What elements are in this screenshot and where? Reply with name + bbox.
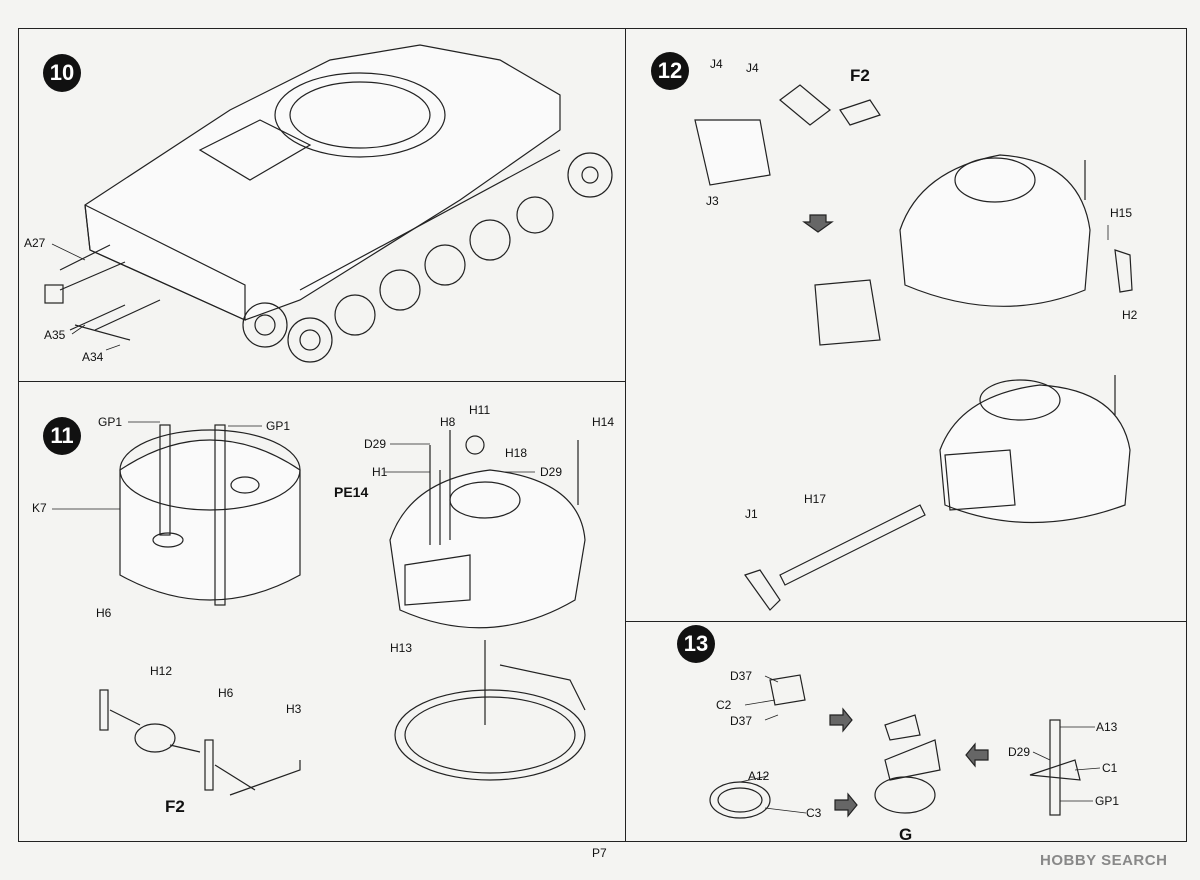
step-number-12: 12 [651, 52, 689, 90]
photo-etch-part-label: PE14 [334, 484, 369, 500]
part-label: D37 [730, 714, 753, 728]
part-label: J4 [746, 61, 759, 75]
hull-drawing [44, 44, 613, 363]
turret-drawing [389, 430, 586, 781]
part-label: D37 [730, 669, 753, 683]
part-reference-label: F2 [165, 797, 185, 816]
part-label: C2 [716, 698, 732, 712]
part-label: J4 [710, 57, 723, 71]
part-reference-label: F2 [850, 66, 870, 85]
step-number-13: 13 [677, 625, 715, 663]
part-label: D29 [364, 437, 387, 451]
part-label: H11 [469, 403, 491, 417]
part-label: H13 [390, 641, 413, 655]
turret-assembled-drawing [744, 375, 1131, 611]
part-label: A13 [1096, 720, 1118, 734]
part-label: H14 [592, 415, 615, 429]
part-label: GP1 [1095, 794, 1120, 808]
part-label: K7 [32, 501, 47, 515]
part-label: H15 [1110, 206, 1133, 220]
part-label: H3 [286, 702, 302, 716]
part-label: D29 [1008, 745, 1031, 759]
gun-mount-drawing [99, 689, 301, 796]
subassembly-label: G [899, 825, 913, 844]
part-label: H8 [440, 415, 456, 429]
part-label: J3 [706, 194, 719, 208]
step-13-panel [625, 621, 1187, 842]
part-label: D29 [540, 465, 563, 479]
step-number-11: 11 [43, 417, 81, 455]
part-label: GP1 [266, 419, 291, 433]
part-label: H12 [150, 664, 173, 678]
part-label: J1 [745, 507, 758, 521]
part-label: H2 [1122, 308, 1138, 322]
step-number-10: 10 [43, 54, 81, 92]
part-label: H6 [218, 686, 234, 700]
part-label: A35 [44, 328, 66, 342]
part-label: A12 [748, 769, 770, 783]
part-label: A34 [82, 350, 104, 364]
part-label: C1 [1102, 761, 1118, 775]
part-label: H6 [96, 606, 112, 620]
part-label: C3 [806, 806, 822, 820]
watermark: HOBBY SEARCH [1040, 852, 1168, 869]
part-label: H18 [505, 446, 528, 460]
page-number: P7 [592, 846, 607, 860]
turret-upper-drawing [802, 154, 1133, 346]
part-label: H1 [372, 465, 388, 479]
part-label: H17 [804, 492, 827, 506]
step13-drawing [709, 674, 1081, 819]
part-label: GP1 [98, 415, 123, 429]
mantlet-parts-drawing [694, 84, 881, 186]
turret-basket-drawing [119, 424, 301, 606]
part-label: A27 [24, 236, 46, 250]
